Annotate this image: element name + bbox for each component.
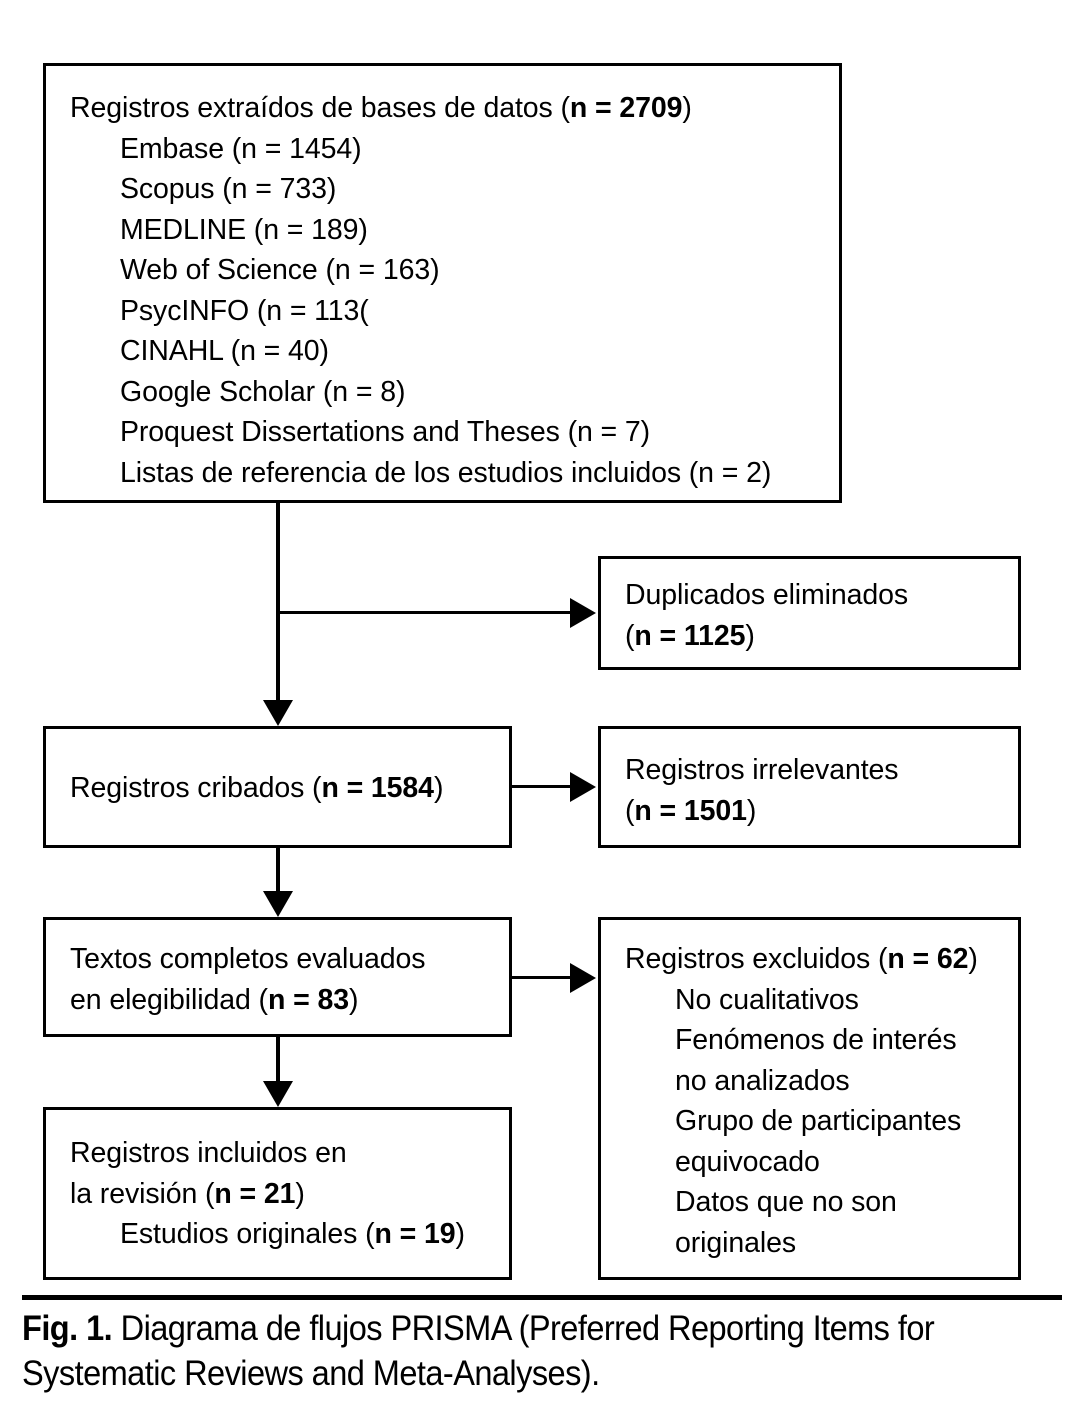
sources-heading: Registros extraídos de bases de datos (n… xyxy=(70,88,831,129)
caption-divider xyxy=(22,1295,1062,1300)
included-label: la revisión ( xyxy=(70,1177,215,1210)
original-studies-label: Estudios originales ( xyxy=(120,1218,375,1250)
excluded-reason: Fenómenos de interés xyxy=(675,1024,957,1056)
excluded-heading: Registros excluidos (n = 62) xyxy=(625,939,1010,980)
fulltext-line-1: Textos completos evaluados xyxy=(70,943,426,975)
sources-heading-prefix: Registros extraídos de bases de datos ( xyxy=(70,92,570,124)
figure-caption-label: Fig. 1. xyxy=(22,1309,113,1348)
excluded-count: n = 62 xyxy=(887,943,969,975)
arrowhead-screened-to-irrelevant xyxy=(570,772,596,802)
excluded-label: Registros excluidos ( xyxy=(625,943,888,975)
box-records-included: Registros incluidos en la revisión (n = … xyxy=(43,1107,512,1280)
included-line-1: Registros incluidos en xyxy=(70,1137,347,1169)
figure-caption: Fig. 1. Diagrama de flujos PRISMA (Prefe… xyxy=(22,1306,994,1396)
sources-item: Web of Science (n = 163) xyxy=(120,254,440,286)
box-records-excluded: Registros excluidos (n = 62) No cualitat… xyxy=(598,917,1021,1280)
included-count: n = 21 xyxy=(214,1177,296,1210)
arrowhead-fulltext-to-included xyxy=(263,1081,293,1107)
duplicates-count: n = 1125 xyxy=(634,619,746,652)
fulltext-paren-close: ) xyxy=(348,983,359,1016)
fulltext-label: en elegibilidad ( xyxy=(70,983,268,1016)
screened-count: n = 1584 xyxy=(321,772,434,804)
screened-label: Registros cribados ( xyxy=(70,772,322,804)
sources-item: MEDLINE (n = 189) xyxy=(120,213,368,246)
connector-screened-to-fulltext xyxy=(276,848,280,891)
irrelevant-line-2: (n = 1501) xyxy=(625,791,1010,832)
irrelevant-paren-open: ( xyxy=(625,794,635,827)
connector-sources-to-screened xyxy=(276,503,280,700)
sources-item: CINAHL (n = 40) xyxy=(120,335,329,367)
excluded-reason: equivocado xyxy=(675,1145,820,1178)
connector-fulltext-to-excluded xyxy=(512,976,572,979)
excluded-reason: No cualitativos xyxy=(675,983,859,1016)
excluded-reason: Datos que no son xyxy=(675,1186,897,1218)
included-line-3: Estudios originales (n = 19) xyxy=(70,1214,501,1255)
figure-caption-text: Diagrama de flujos PRISMA (Preferred Rep… xyxy=(22,1309,935,1393)
arrowhead-sources-to-duplicates xyxy=(570,598,596,628)
duplicates-line-2: (n = 1125) xyxy=(625,616,1010,657)
sources-item: PsycINFO (n = 113( xyxy=(120,294,369,327)
screened-line-1: Registros cribados (n = 1584) xyxy=(70,768,501,809)
screened-paren-close: ) xyxy=(433,772,444,804)
arrowhead-screened-to-fulltext xyxy=(263,891,293,917)
excluded-reason: no analizados xyxy=(675,1064,850,1097)
connector-sources-to-duplicates xyxy=(276,611,572,614)
sources-heading-suffix: ) xyxy=(682,92,692,124)
sources-item: Embase (n = 1454) xyxy=(120,132,362,165)
box-fulltexts-assessed: Textos completos evaluados en elegibilid… xyxy=(43,917,512,1037)
duplicates-paren-open: ( xyxy=(625,619,635,652)
fulltext-count: n = 83 xyxy=(267,983,349,1016)
sources-heading-count: n = 2709 xyxy=(569,92,683,124)
sources-item: Google Scholar (n = 8) xyxy=(120,375,406,408)
irrelevant-paren-close: ) xyxy=(746,794,757,827)
irrelevant-line-1: Registros irrelevantes xyxy=(625,754,899,786)
arrowhead-fulltext-to-excluded xyxy=(570,963,596,993)
included-paren-close: ) xyxy=(295,1177,305,1210)
duplicates-line-1: Duplicados eliminados xyxy=(625,579,909,611)
duplicates-paren-close: ) xyxy=(745,619,755,652)
connector-screened-to-irrelevant xyxy=(512,785,572,788)
excluded-reason: Grupo de participantes xyxy=(675,1105,962,1137)
sources-item: Scopus (n = 733) xyxy=(120,173,337,205)
box-records-screened: Registros cribados (n = 1584) xyxy=(43,726,512,848)
included-line-2: la revisión (n = 21) xyxy=(70,1174,501,1215)
connector-fulltext-to-included xyxy=(276,1037,280,1081)
original-studies-count: n = 19 xyxy=(374,1218,456,1250)
sources-item: Listas de referencia de los estudios inc… xyxy=(120,456,772,489)
excluded-paren-close: ) xyxy=(968,943,978,975)
original-studies-paren-close: ) xyxy=(455,1218,466,1250)
fulltext-line-2: en elegibilidad (n = 83) xyxy=(70,980,501,1021)
box-records-irrelevant: Registros irrelevantes (n = 1501) xyxy=(598,726,1021,848)
excluded-reason: originales xyxy=(675,1226,796,1259)
box-records-identified: Registros extraídos de bases de datos (n… xyxy=(43,63,842,503)
box-duplicates-removed: Duplicados eliminados (n = 1125) xyxy=(598,556,1021,670)
arrowhead-sources-to-screened xyxy=(263,700,293,726)
sources-item: Proquest Dissertations and Theses (n = 7… xyxy=(120,416,651,448)
irrelevant-count: n = 1501 xyxy=(634,794,747,827)
